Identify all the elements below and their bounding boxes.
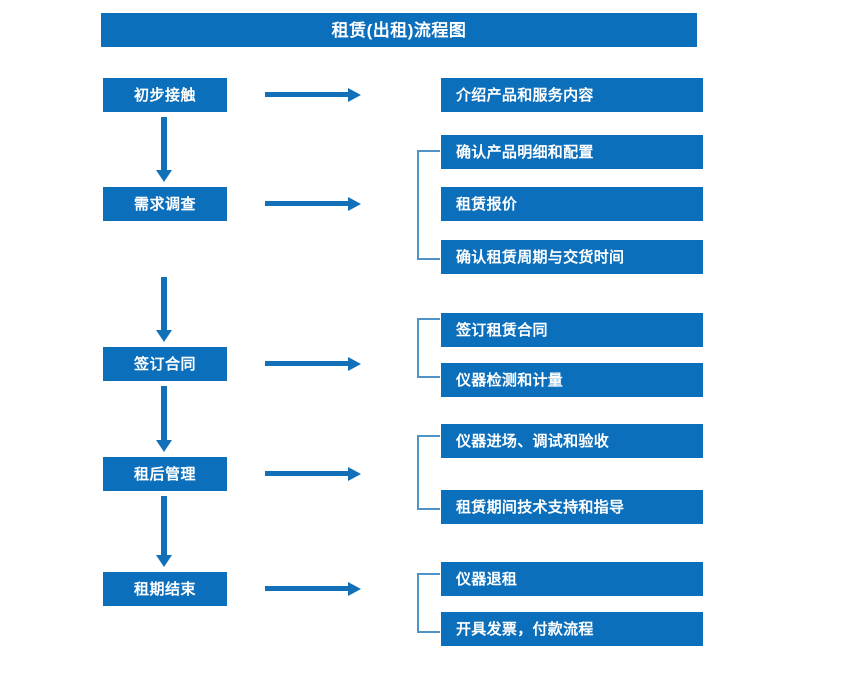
detail-box-1[interactable]: 介绍产品和服务内容 bbox=[441, 78, 703, 112]
right-arrow-shaft bbox=[265, 586, 349, 591]
right-arrow-shaft bbox=[265, 471, 349, 476]
detail-label-9: 仪器退租 bbox=[456, 570, 518, 588]
down-arrowhead-icon bbox=[156, 170, 172, 182]
down-arrow-shaft bbox=[161, 277, 167, 330]
down-arrow-shaft bbox=[161, 386, 167, 440]
right-arrow-shaft bbox=[265, 361, 349, 366]
right-arrow-stage3 bbox=[265, 357, 361, 371]
right-arrowhead-icon bbox=[348, 88, 361, 102]
down-arrow-stage2-to-stage3 bbox=[156, 277, 172, 342]
right-arrowhead-icon bbox=[348, 582, 361, 596]
stage-label-3: 签订合同 bbox=[133, 355, 196, 373]
detail-label-2: 确认产品明细和配置 bbox=[456, 143, 594, 161]
stage-label-4: 租后管理 bbox=[133, 465, 196, 483]
stage-box-1[interactable]: 初步接触 bbox=[103, 78, 227, 112]
detail-label-5: 签订租赁合同 bbox=[456, 321, 548, 339]
right-arrow-stage2 bbox=[265, 197, 361, 211]
detail-box-4[interactable]: 确认租赁周期与交货时间 bbox=[441, 240, 703, 274]
detail-box-3[interactable]: 租赁报价 bbox=[441, 187, 703, 221]
chart-title-banner: 租赁(出租)流程图 bbox=[101, 13, 697, 47]
right-arrow-shaft bbox=[265, 201, 349, 206]
group-bracket-stage3 bbox=[417, 318, 440, 378]
stage-box-2[interactable]: 需求调查 bbox=[103, 187, 227, 221]
down-arrow-shaft bbox=[161, 117, 167, 170]
stage-box-4[interactable]: 租后管理 bbox=[103, 457, 227, 491]
detail-box-2[interactable]: 确认产品明细和配置 bbox=[441, 135, 703, 169]
right-arrow-stage1 bbox=[265, 88, 361, 102]
stage-label-1: 初步接触 bbox=[133, 86, 196, 104]
down-arrow-stage1-to-stage2 bbox=[156, 117, 172, 182]
down-arrowhead-icon bbox=[156, 555, 172, 567]
right-arrow-stage5 bbox=[265, 582, 361, 596]
detail-label-4: 确认租赁周期与交货时间 bbox=[456, 248, 625, 266]
right-arrowhead-icon bbox=[348, 467, 361, 481]
detail-label-1: 介绍产品和服务内容 bbox=[456, 86, 594, 104]
detail-label-10: 开具发票，付款流程 bbox=[456, 620, 594, 638]
detail-box-6[interactable]: 仪器检测和计量 bbox=[441, 363, 703, 397]
down-arrowhead-icon bbox=[156, 440, 172, 452]
detail-box-10[interactable]: 开具发票，付款流程 bbox=[441, 612, 703, 646]
group-bracket-stage2 bbox=[417, 150, 440, 260]
detail-box-7[interactable]: 仪器进场、调试和验收 bbox=[441, 424, 703, 458]
group-bracket-stage4 bbox=[417, 435, 440, 510]
stage-label-5: 租期结束 bbox=[133, 580, 196, 598]
detail-label-8: 租赁期间技术支持和指导 bbox=[456, 498, 625, 516]
stage-box-3[interactable]: 签订合同 bbox=[103, 347, 227, 381]
right-arrowhead-icon bbox=[348, 197, 361, 211]
down-arrow-stage4-to-stage5 bbox=[156, 496, 172, 567]
right-arrow-stage4 bbox=[265, 467, 361, 481]
detail-label-7: 仪器进场、调试和验收 bbox=[456, 432, 610, 450]
detail-label-6: 仪器检测和计量 bbox=[456, 371, 564, 389]
detail-box-8[interactable]: 租赁期间技术支持和指导 bbox=[441, 490, 703, 524]
right-arrowhead-icon bbox=[348, 357, 361, 371]
down-arrow-shaft bbox=[161, 496, 167, 555]
stage-box-5[interactable]: 租期结束 bbox=[103, 572, 227, 606]
detail-label-3: 租赁报价 bbox=[456, 195, 518, 213]
down-arrowhead-icon bbox=[156, 330, 172, 342]
page-title: 租赁(出租)流程图 bbox=[331, 20, 467, 40]
detail-box-9[interactable]: 仪器退租 bbox=[441, 562, 703, 596]
down-arrow-stage3-to-stage4 bbox=[156, 386, 172, 452]
right-arrow-shaft bbox=[265, 92, 349, 97]
detail-box-5[interactable]: 签订租赁合同 bbox=[441, 313, 703, 347]
stage-label-2: 需求调查 bbox=[133, 195, 196, 213]
group-bracket-stage5 bbox=[417, 573, 440, 633]
